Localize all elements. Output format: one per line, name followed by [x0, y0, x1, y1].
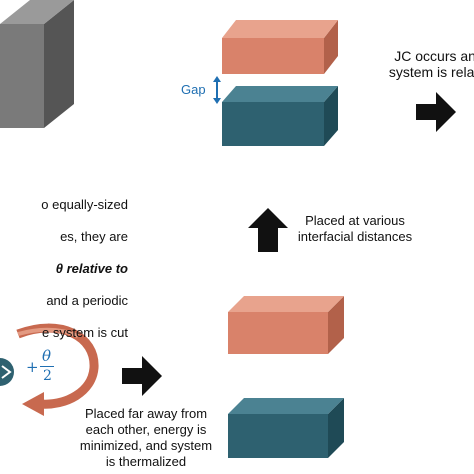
theta-plus: +	[26, 358, 39, 376]
left-description: o equally-sized es, they are θ relative …	[0, 181, 128, 357]
arrow-up-middle	[248, 208, 288, 252]
theta-numerator: θ	[42, 347, 52, 365]
placed-far-text: Placed far away from each other, energy …	[79, 406, 213, 469]
rotation-icon	[0, 323, 99, 416]
left-desc-line5: e system is cut	[42, 325, 128, 340]
teal-block-bottom	[228, 398, 344, 458]
orange-block-bottom	[228, 296, 344, 354]
gap-label: Gap	[181, 82, 206, 97]
gray-block	[0, 0, 74, 128]
theta-denominator: 2	[43, 368, 52, 384]
gap-double-arrow	[213, 76, 221, 104]
placed-various-text: Placed at various interfacial distances	[297, 213, 413, 244]
arrow-right-top	[416, 92, 456, 132]
left-desc-line4: and a periodic	[46, 293, 128, 308]
left-desc-line1: o equally-sized	[41, 197, 128, 212]
jc-occurs-text: JC occurs and system is relaxe	[388, 48, 474, 80]
arrow-right-bottom	[122, 356, 162, 396]
orange-block-top	[222, 20, 338, 74]
teal-block-top	[222, 86, 338, 146]
left-desc-line3: θ relative to	[55, 261, 128, 276]
fraction-bar	[40, 366, 54, 367]
left-desc-line2: es, they are	[60, 229, 128, 244]
